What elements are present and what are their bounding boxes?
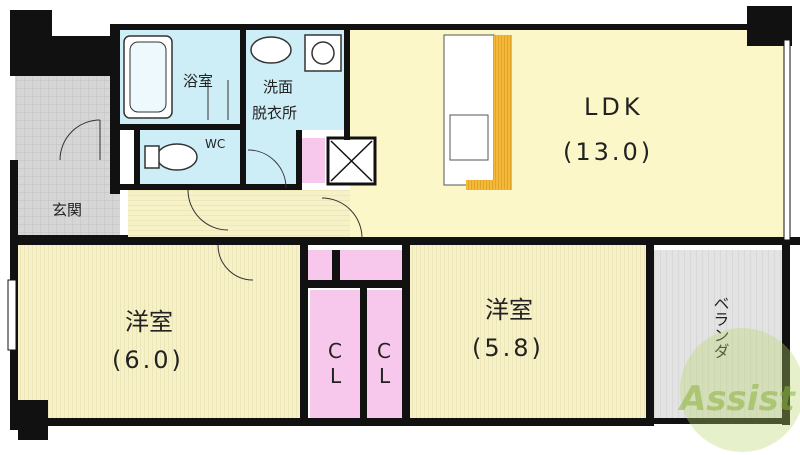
washing-machine-drum: [311, 41, 335, 65]
ldk-size: (13.0): [563, 138, 653, 166]
entrance-floor: [15, 170, 120, 240]
western-room-1-floor: [18, 245, 306, 420]
ldk-label: LDK: [584, 93, 644, 121]
porch-floor: [15, 75, 110, 170]
watermark-logo: Assist: [677, 379, 797, 419]
closet-2-label-bottom: L: [379, 364, 391, 388]
kitchen-accent: [494, 35, 512, 190]
washroom-label-line1: 洗面: [263, 78, 293, 96]
entrance-label: 玄関: [52, 201, 82, 219]
bathtub-inner: [129, 41, 167, 113]
closet-1-label-top: C: [328, 339, 342, 363]
balcony-label: ベランダ: [711, 295, 730, 359]
washroom-label-line2: 脱衣所: [252, 104, 297, 122]
western-room-1-label: 洋室: [125, 308, 173, 336]
washroom-lower-floor: [245, 130, 300, 185]
washbasin: [250, 36, 292, 64]
window-ldk: [783, 39, 791, 241]
closet-small-1: [300, 138, 325, 183]
closet-2-floor: [367, 290, 405, 420]
western-room-2-floor: [410, 245, 648, 420]
hallway-floor: [128, 190, 350, 240]
closet-small-3: [340, 250, 402, 280]
washing-machine: [304, 34, 342, 72]
bath-label: 浴室: [183, 72, 213, 90]
watermark-circle: [680, 328, 800, 452]
closet-2-label-top: C: [377, 339, 391, 363]
closet-small-2: [308, 250, 333, 280]
western-room-2-size: (5.8): [472, 334, 544, 362]
balcony-floor: [654, 250, 784, 420]
toilet-tank: [144, 145, 160, 169]
toilet: [156, 143, 198, 171]
western-room-1-size: (6.0): [112, 346, 184, 374]
closet-1-label-bottom: L: [330, 364, 342, 388]
window-western-1: [7, 279, 17, 351]
western-room-2-label: 洋室: [485, 296, 533, 324]
wc-label: WC: [205, 137, 225, 151]
closet-1-floor: [310, 290, 360, 420]
kitchen-accent-bottom: [466, 180, 512, 190]
ldk-floor: [350, 28, 786, 243]
kitchen-sink: [449, 114, 489, 161]
doors: [59, 80, 363, 281]
kitchen-counter: [443, 34, 495, 186]
